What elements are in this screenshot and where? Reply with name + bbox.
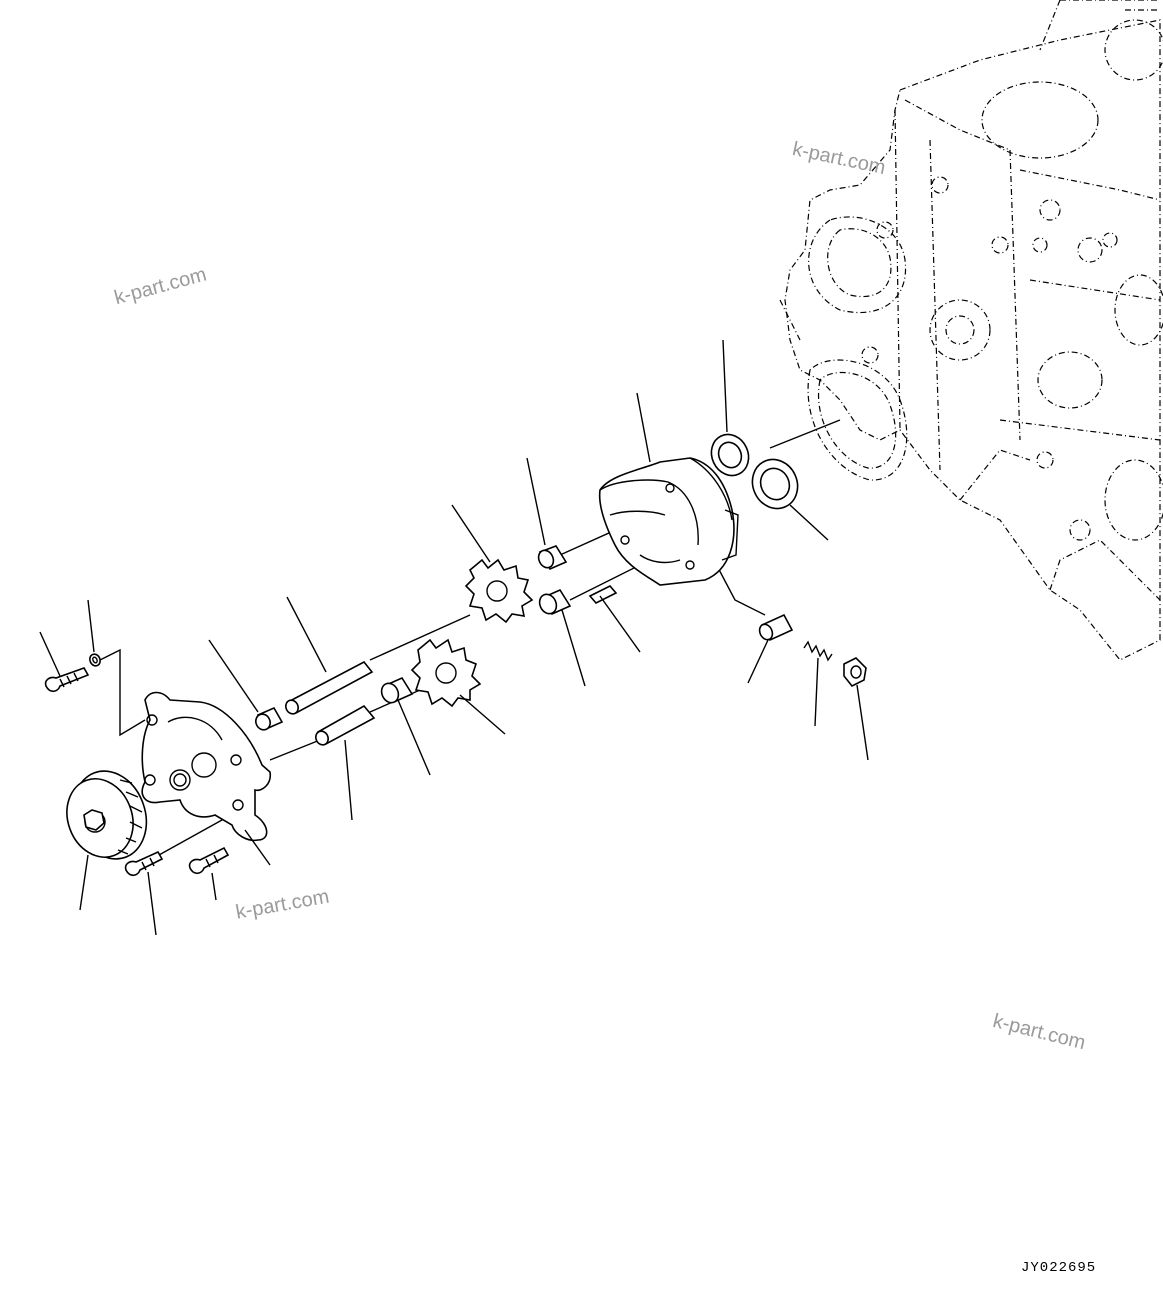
shaft-upper — [285, 660, 374, 715]
gear-rotor-upper — [464, 558, 534, 624]
relief-valve-plug — [843, 657, 867, 688]
seal-ring-small — [710, 433, 750, 477]
drive-gear — [66, 770, 148, 860]
shaft-collar — [380, 676, 414, 704]
gear-rotor-lower — [410, 638, 482, 708]
bolt-cover-lower — [188, 846, 230, 875]
bolt-gear — [124, 850, 164, 877]
relief-valve-plunger — [758, 613, 794, 642]
washer — [89, 653, 101, 667]
pump-housing — [598, 457, 739, 586]
engine-block — [779, 0, 1163, 661]
seal-ring-large — [751, 458, 799, 510]
bushing-lower — [538, 588, 572, 616]
relief-valve-spring — [803, 640, 833, 662]
dowel-pin — [588, 585, 618, 604]
leader-lines — [39, 339, 869, 936]
bolt-cover-upper — [44, 667, 90, 693]
drawing-number: JY022695 — [1021, 1260, 1097, 1276]
shaft-lower — [315, 704, 376, 746]
bushing-upper — [537, 545, 568, 571]
pump-cover — [141, 691, 272, 842]
bushing-cover — [255, 706, 284, 731]
